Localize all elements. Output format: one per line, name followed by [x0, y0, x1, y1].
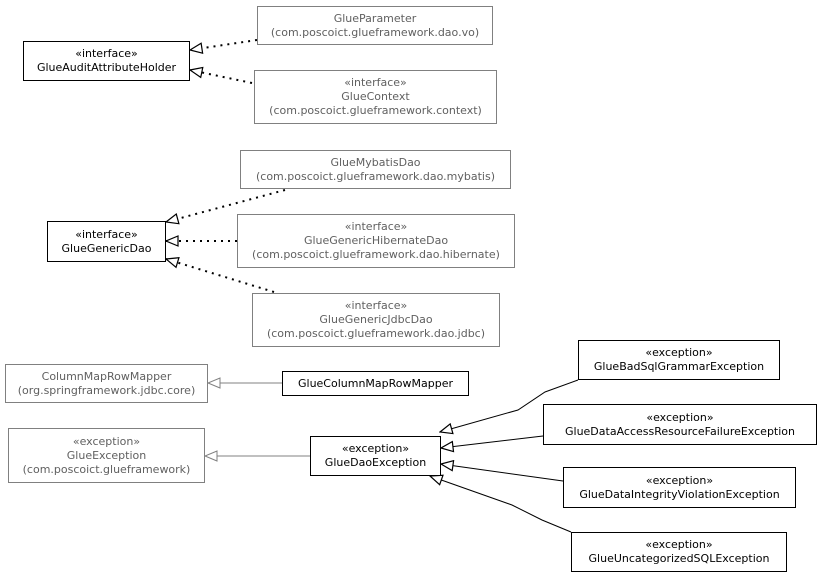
class-name: GlueMybatisDao — [330, 155, 421, 169]
class-name: GlueGenericJdbcDao — [319, 313, 433, 326]
stereotype-label: «interface» — [75, 47, 138, 60]
class-name: GlueException — [66, 448, 147, 462]
class-glue-data-access-resource-failure-exception[interactable]: «exception» GlueDataAccessResourceFailur… — [543, 404, 817, 445]
class-name: GlueUncategorizedSQLException — [588, 552, 770, 565]
class-glue-context[interactable]: «interface» GlueContext (com.poscoict.gl… — [254, 70, 497, 124]
stereotype-label: «interface» — [344, 299, 408, 312]
class-glue-column-map-row-mapper[interactable]: GlueColumnMapRowMapper — [282, 371, 469, 396]
inheritance-dataintegrityviolation-to-gluedaoexception — [441, 464, 564, 482]
class-name: GlueGenericDao — [61, 241, 152, 255]
realization-glueparameter-to-holder — [190, 39, 258, 50]
class-glue-dao-exception[interactable]: «exception» GlueDaoException — [310, 436, 441, 476]
class-glue-generic-hibernate-dao[interactable]: «interface» GlueGenericHibernateDao (com… — [237, 214, 515, 268]
package-label: (com.poscoict.glueframework.dao.mybatis) — [255, 169, 496, 183]
package-label: (com.poscoict.glueframework.dao.jdbc) — [266, 327, 486, 340]
stereotype-label: «interface» — [344, 220, 408, 233]
class-glue-generic-dao[interactable]: «interface» GlueGenericDao — [47, 221, 166, 262]
class-column-map-row-mapper[interactable]: ColumnMapRowMapper (org.springframework.… — [5, 364, 208, 403]
stereotype-label: «interface» — [75, 227, 138, 241]
class-glue-uncategorized-sql-exception[interactable]: «exception» GlueUncategorizedSQLExceptio… — [571, 532, 787, 572]
stereotype-label: «exception» — [72, 434, 141, 448]
stereotype-label: «exception» — [645, 473, 714, 487]
realization-gluecontext-to-holder — [190, 70, 253, 84]
class-glue-mybatis-dao[interactable]: GlueMybatisDao (com.poscoict.glueframewo… — [240, 150, 511, 189]
class-glue-generic-jdbc-dao[interactable]: «interface» GlueGenericJdbcDao (com.posc… — [252, 293, 500, 347]
stereotype-label: «exception» — [645, 346, 713, 359]
class-name: GlueDataIntegrityViolationException — [579, 487, 780, 501]
class-name: ColumnMapRowMapper — [41, 369, 172, 383]
class-glue-bad-sql-grammar-exception[interactable]: «exception» GlueBadSqlGrammarException — [578, 340, 780, 380]
stereotype-label: «exception» — [646, 410, 714, 424]
package-label: (com.poscoict.glueframework) — [22, 462, 191, 476]
class-name: GlueColumnMapRowMapper — [297, 376, 454, 390]
class-name: GlueBadSqlGrammarException — [593, 360, 765, 373]
class-name: GlueAuditAttributeHolder — [36, 61, 177, 74]
class-glue-audit-attribute-holder[interactable]: «interface» GlueAuditAttributeHolder — [23, 41, 190, 81]
realization-jdbcdao-to-genericdao — [166, 259, 275, 293]
class-glue-data-integrity-violation-exception[interactable]: «exception» GlueDataIntegrityViolationEx… — [563, 467, 796, 508]
package-label: (com.poscoict.glueframework.dao.hibernat… — [252, 248, 500, 261]
class-name: GlueDataAccessResourceFailureException — [564, 424, 795, 438]
inheritance-badsqlgrammar-to-gluedaoexception — [440, 379, 579, 432]
stereotype-label: «exception» — [645, 538, 713, 551]
package-label: (com.poscoict.glueframework.dao.vo) — [270, 25, 480, 39]
class-glue-parameter[interactable]: GlueParameter (com.poscoict.glueframewor… — [257, 6, 493, 45]
class-name: GlueDaoException — [324, 456, 427, 469]
package-label: (com.poscoict.glueframework.context) — [269, 104, 482, 117]
inheritance-dataaccessresourcefailure-to-gluedaoexception — [441, 435, 544, 448]
class-glue-exception[interactable]: «exception» GlueException (com.poscoict.… — [8, 428, 205, 483]
class-name: GlueContext — [341, 90, 410, 103]
stereotype-label: «exception» — [341, 442, 410, 455]
inheritance-uncategorizedsql-to-gluedaoexception — [430, 476, 572, 533]
package-label: (org.springframework.jdbc.core) — [17, 383, 196, 397]
class-name: GlueParameter — [333, 11, 417, 25]
class-name: GlueGenericHibernateDao — [303, 234, 449, 247]
stereotype-label: «interface» — [344, 76, 407, 89]
